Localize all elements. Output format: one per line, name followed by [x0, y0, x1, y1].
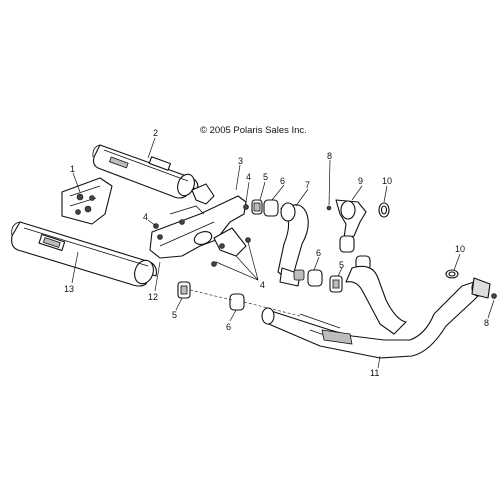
gasket-lower	[445, 269, 459, 279]
gasket-upper	[378, 202, 390, 218]
callout-5-mid: 5	[339, 260, 344, 270]
clamp-mid	[329, 275, 343, 293]
callout-4-bottom: 4	[260, 280, 265, 290]
clamp-upper	[251, 199, 263, 215]
callout-7: 7	[305, 180, 310, 190]
sleeve-left	[229, 293, 245, 311]
callout-4-left: 4	[143, 212, 148, 222]
callout-10-lower: 10	[455, 244, 465, 254]
copyright-text: © 2005 Polaris Sales Inc.	[200, 125, 307, 136]
callout-2: 2	[153, 128, 158, 138]
clamp-left	[177, 281, 191, 299]
callout-6-left: 6	[226, 322, 231, 332]
callout-1: 1	[70, 164, 75, 174]
sleeve-mid	[307, 269, 323, 287]
callout-6-mid: 6	[316, 248, 321, 258]
callout-4-upper: 4	[246, 172, 251, 182]
upper-muffler	[92, 144, 199, 199]
callout-5-left: 5	[172, 310, 177, 320]
callout-6-upper: 6	[280, 176, 285, 186]
callout-8-lower: 8	[484, 318, 489, 328]
elbow-pipe	[335, 199, 371, 271]
callout-9: 9	[358, 176, 363, 186]
callout-3: 3	[238, 156, 243, 166]
callout-11: 11	[370, 368, 379, 378]
callout-10-upper: 10	[382, 176, 392, 186]
lower-muffler	[11, 221, 157, 287]
center-bracket	[149, 183, 247, 259]
s-bend-pipe	[277, 202, 309, 287]
callout-13: 13	[64, 284, 74, 294]
callout-12: 12	[148, 292, 158, 302]
mount-bracket	[61, 177, 113, 225]
callout-8-upper: 8	[327, 151, 332, 161]
sleeve-upper	[263, 199, 279, 217]
head-pipe	[261, 265, 491, 359]
callout-5-upper: 5	[263, 172, 268, 182]
